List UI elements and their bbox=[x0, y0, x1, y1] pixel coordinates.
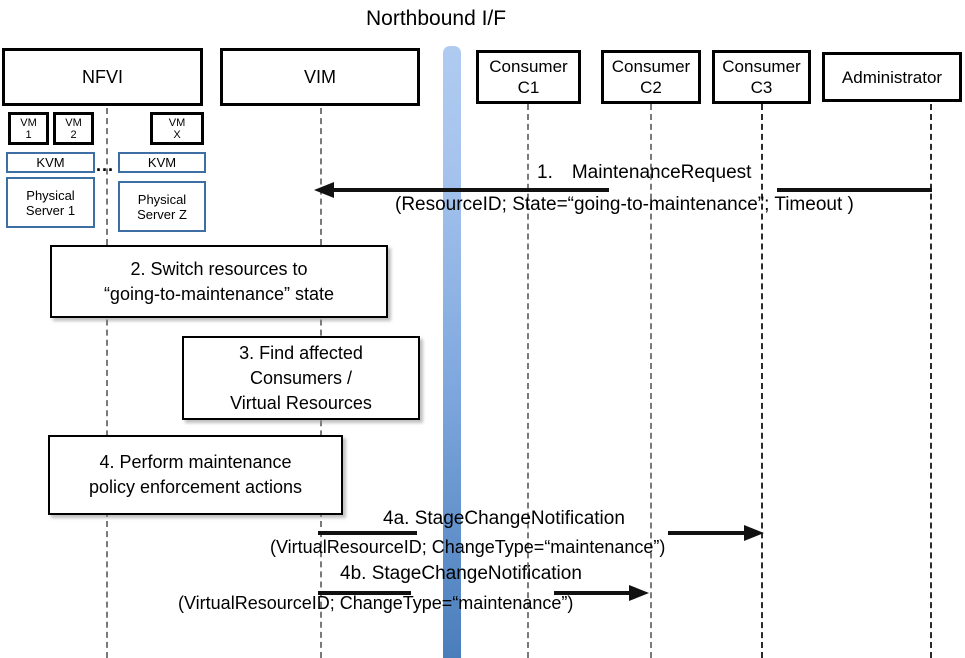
actor-label-vim: VIM bbox=[303, 66, 336, 87]
arrowhead-message-4b bbox=[629, 585, 649, 601]
step-box-4[interactable]: 4. Perform maintenance policy enforcemen… bbox=[48, 435, 343, 515]
message-line-1-left bbox=[332, 188, 609, 192]
lifeline-consumer-c1 bbox=[527, 104, 529, 658]
vm-box-vmx[interactable]: VM X bbox=[150, 112, 204, 145]
vm-box-vm2[interactable]: VM 2 bbox=[53, 112, 94, 145]
arrowhead-message-4a bbox=[744, 525, 764, 541]
message-line-4b-left bbox=[318, 591, 411, 595]
actor-box-consumer-c2[interactable]: Consumer C2 bbox=[601, 50, 701, 104]
message-line-4a-right bbox=[668, 531, 745, 535]
page-title: Northbound I/F bbox=[366, 7, 507, 30]
vm-label-vmx: VM X bbox=[168, 116, 186, 141]
lifeline-administrator bbox=[930, 104, 932, 658]
kvm-box-1[interactable]: KVM bbox=[6, 152, 95, 173]
message-line-1-right bbox=[777, 188, 932, 192]
northbound-interface-bar bbox=[443, 46, 461, 658]
message-title-4b: 4b. StageChangeNotification bbox=[340, 563, 582, 584]
vm-box-vm1[interactable]: VM 1 bbox=[8, 112, 49, 145]
lifeline-nfvi bbox=[106, 108, 108, 658]
physical-server-label-1: Physical Server 1 bbox=[25, 187, 76, 218]
kvm-box-2[interactable]: KVM bbox=[118, 152, 206, 173]
message-params-4b: (VirtualResourceID; ChangeType=“maintena… bbox=[178, 593, 574, 613]
message-line-4a-left bbox=[318, 531, 417, 535]
step-label-3: 3. Find affected Consumers / Virtual Res… bbox=[230, 342, 372, 413]
step-label-4: 4. Perform maintenance policy enforcemen… bbox=[88, 452, 303, 497]
message-params-4a: (VirtualResourceID; ChangeType=“maintena… bbox=[270, 537, 666, 557]
actor-label-administrator: Administrator bbox=[841, 67, 943, 87]
actor-label-consumer-c3: Consumer C3 bbox=[722, 57, 801, 97]
message-line-4b-right bbox=[554, 591, 630, 595]
ellipsis-icon: ... bbox=[96, 155, 115, 175]
lifeline-consumer-c2 bbox=[650, 104, 652, 658]
physical-server-box-z[interactable]: Physical Server Z bbox=[118, 181, 206, 232]
actor-box-nfvi[interactable]: NFVI bbox=[2, 48, 203, 106]
kvm-label-1: KVM bbox=[36, 155, 65, 170]
message-title-4a: 4a. StageChangeNotification bbox=[383, 508, 625, 529]
physical-server-box-1[interactable]: Physical Server 1 bbox=[6, 177, 95, 228]
actor-label-consumer-c1: Consumer C1 bbox=[489, 57, 568, 97]
step-box-2[interactable]: 2. Switch resources to “going-to-mainten… bbox=[50, 245, 388, 318]
arrowhead-message-1 bbox=[314, 182, 334, 198]
message-title-1: 1. MaintenanceRequest bbox=[537, 162, 752, 183]
vm-label-vm1: VM 1 bbox=[20, 116, 37, 141]
message-params-1: (ResourceID; State=“going-to-maintenance… bbox=[395, 194, 854, 215]
actor-box-consumer-c3[interactable]: Consumer C3 bbox=[712, 50, 811, 104]
actor-box-vim[interactable]: VIM bbox=[220, 48, 420, 106]
step-box-3[interactable]: 3. Find affected Consumers / Virtual Res… bbox=[182, 336, 420, 420]
step-label-2: 2. Switch resources to “going-to-mainten… bbox=[103, 258, 335, 304]
actor-box-consumer-c1[interactable]: Consumer C1 bbox=[476, 50, 581, 104]
actor-label-nfvi: NFVI bbox=[81, 66, 123, 87]
kvm-label-2: KVM bbox=[147, 155, 177, 170]
actor-label-consumer-c2: Consumer C2 bbox=[611, 57, 691, 97]
vm-label-vm2: VM 2 bbox=[65, 116, 82, 141]
actor-box-administrator[interactable]: Administrator bbox=[822, 52, 962, 102]
physical-server-label-z: Physical Server Z bbox=[137, 191, 187, 222]
lifeline-consumer-c3 bbox=[761, 104, 763, 658]
